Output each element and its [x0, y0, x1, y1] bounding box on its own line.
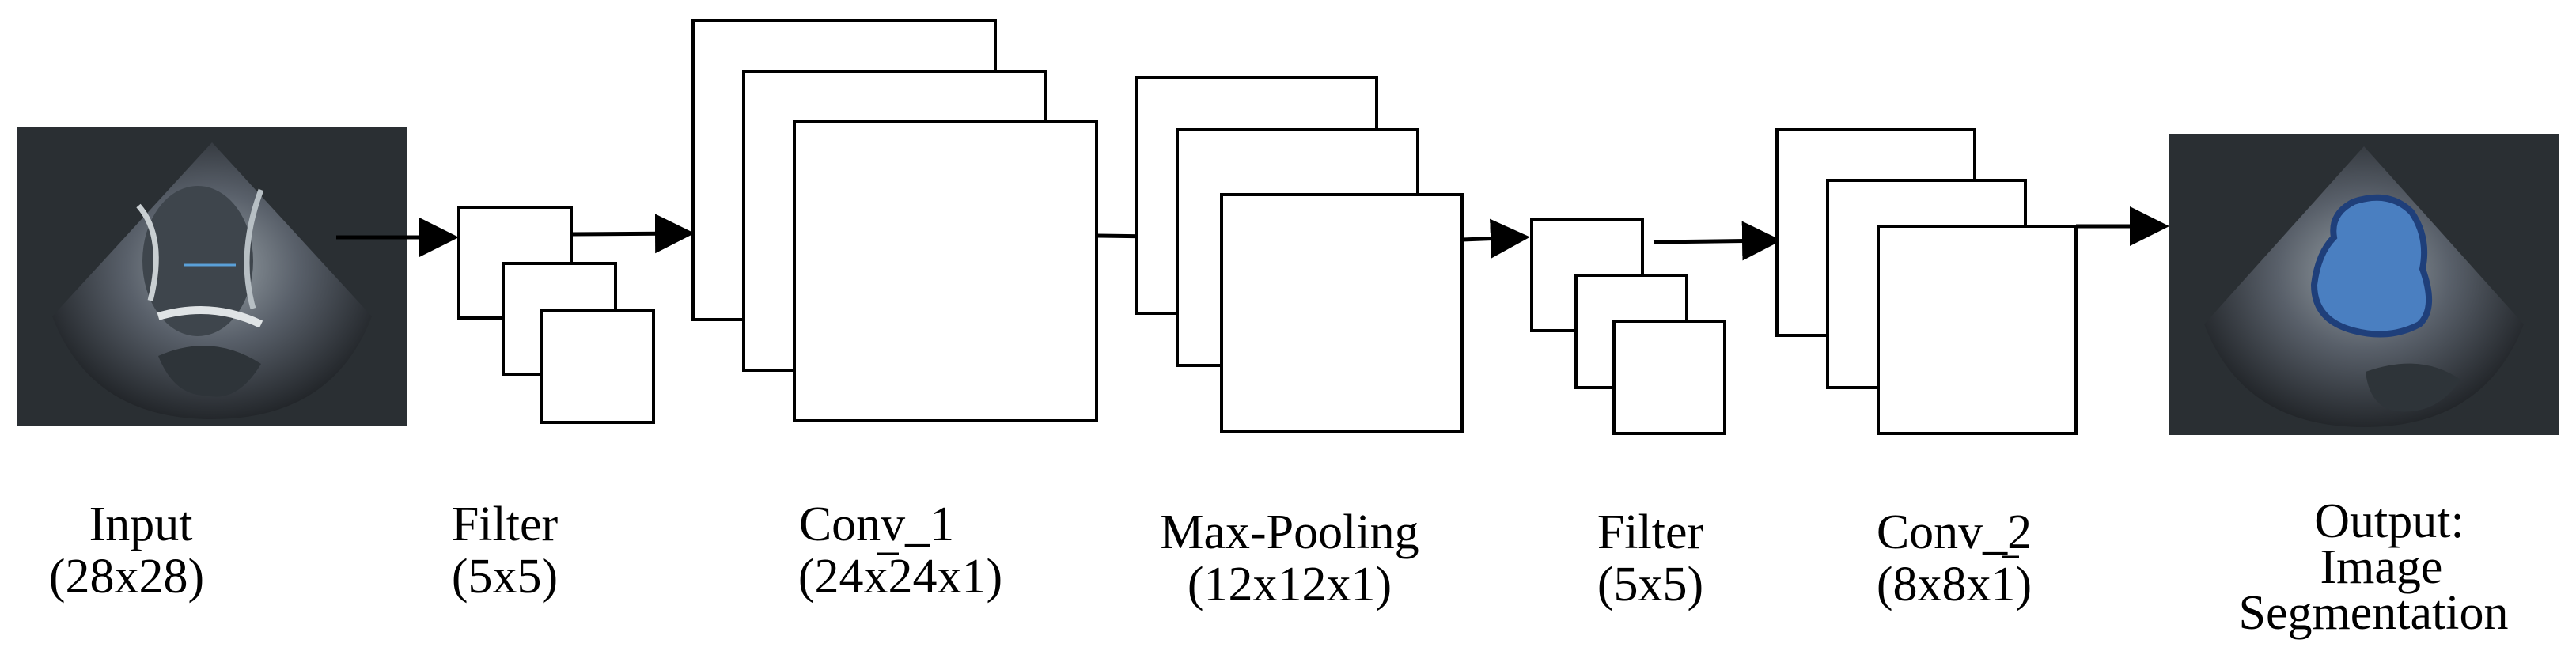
conv1-label-line2: (24x24x1) — [797, 550, 1003, 604]
filter-2-stack — [1530, 218, 1726, 435]
output-label-line1: Output: — [2314, 494, 2464, 548]
filter2-label: Filter (5x5) — [1579, 506, 1722, 611]
conv2-label-line1: Conv_2 — [1876, 505, 2032, 559]
maxpool-label-line2: (12x12x1) — [1187, 558, 1392, 611]
conv1-label-line1: Conv_1 — [798, 498, 955, 551]
maxpool-label-line1: Max-Pooling — [1160, 505, 1419, 559]
input-label: Input (28x28) — [49, 498, 228, 603]
conv1-label: Conv_1 (24x24x1) — [774, 498, 1027, 603]
filter-1-stack — [457, 206, 655, 424]
output-label: Output: Image Segmentation — [2199, 494, 2548, 640]
conv1-stack — [691, 19, 1098, 422]
filter1-label-line1: Filter — [451, 498, 559, 551]
conv2-label: Conv_2 (8x8x1) — [1851, 506, 2057, 611]
arrow-maxpool-to-filter — [1461, 218, 1530, 259]
output-label-line3: Segmentation — [2238, 586, 2509, 640]
filter2-label-line1: Filter — [1597, 505, 1704, 559]
input-image — [17, 127, 407, 426]
conv2-label-line2: (8x8x1) — [1876, 558, 2032, 611]
output-label-line2: Image — [2320, 540, 2443, 594]
filter1-label-line2: (5x5) — [451, 550, 559, 604]
maxpool-stack — [1135, 76, 1464, 433]
maxpool-label: Max-Pooling (12x12x1) — [1131, 506, 1448, 611]
input-label-line1: Input — [89, 498, 193, 551]
filter2-label-line2: (5x5) — [1597, 558, 1704, 611]
conv2-stack — [1775, 128, 2078, 435]
filter1-label: Filter (5x5) — [434, 498, 576, 603]
output-image — [2169, 134, 2559, 435]
input-label-line2: (28x28) — [48, 550, 205, 604]
arrow-filter-to-conv2 — [1653, 221, 1782, 261]
arrow-filter-to-conv1 — [570, 214, 695, 254]
segmentation-mask — [2310, 194, 2433, 338]
